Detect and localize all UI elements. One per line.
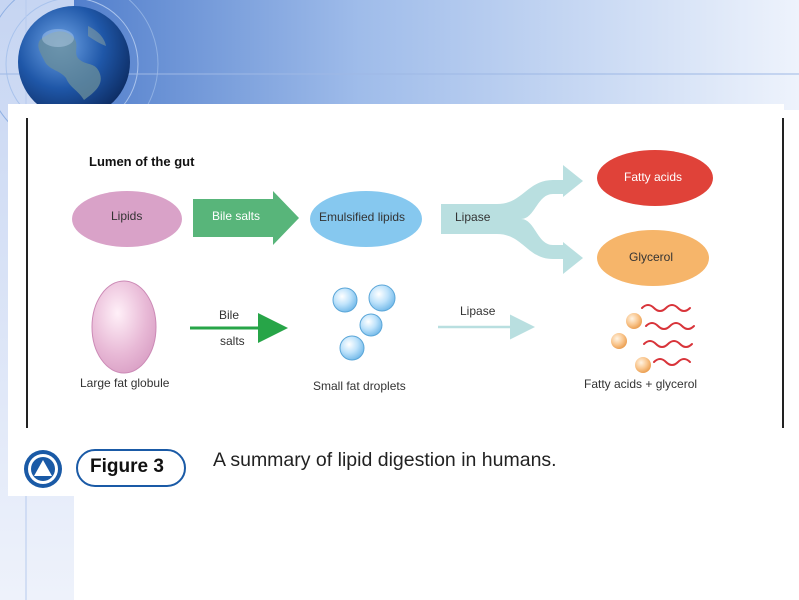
emulsified-lipids-label: Emulsified lipids bbox=[319, 210, 405, 224]
lumen-label: Lumen of the gut bbox=[89, 154, 194, 169]
large-fat-globule-label: Large fat globule bbox=[80, 376, 169, 390]
fatty-acids-glycerol-label: Fatty acids + glycerol bbox=[584, 377, 697, 391]
salts-label: salts bbox=[220, 334, 245, 348]
lipase-bottom-label: Lipase bbox=[460, 304, 495, 318]
small-fat-droplets-label: Small fat droplets bbox=[313, 379, 406, 393]
small-fat-droplets bbox=[333, 285, 395, 360]
fatty-acid-chains bbox=[642, 305, 694, 365]
figure-label: Figure 3 bbox=[90, 456, 164, 478]
fatty-acids-label: Fatty acids bbox=[624, 170, 682, 184]
bile-salts-label: Bile salts bbox=[212, 209, 260, 223]
lipase-top-label: Lipase bbox=[455, 210, 490, 224]
large-fat-globule bbox=[92, 281, 156, 373]
figure-caption: A summary of lipid digestion in humans. bbox=[213, 449, 557, 472]
fat-droplet bbox=[360, 314, 382, 336]
bile-label: Bile bbox=[219, 308, 239, 322]
glycerol-molecule bbox=[626, 313, 642, 329]
glycerol-molecule bbox=[635, 357, 651, 373]
glycerol-molecule bbox=[611, 333, 627, 349]
fat-droplet bbox=[333, 288, 357, 312]
fat-droplet bbox=[340, 336, 364, 360]
fat-droplet bbox=[369, 285, 395, 311]
lipids-label: Lipids bbox=[111, 209, 142, 223]
triangle-logo-icon bbox=[24, 450, 62, 488]
glycerol-label: Glycerol bbox=[629, 250, 673, 264]
